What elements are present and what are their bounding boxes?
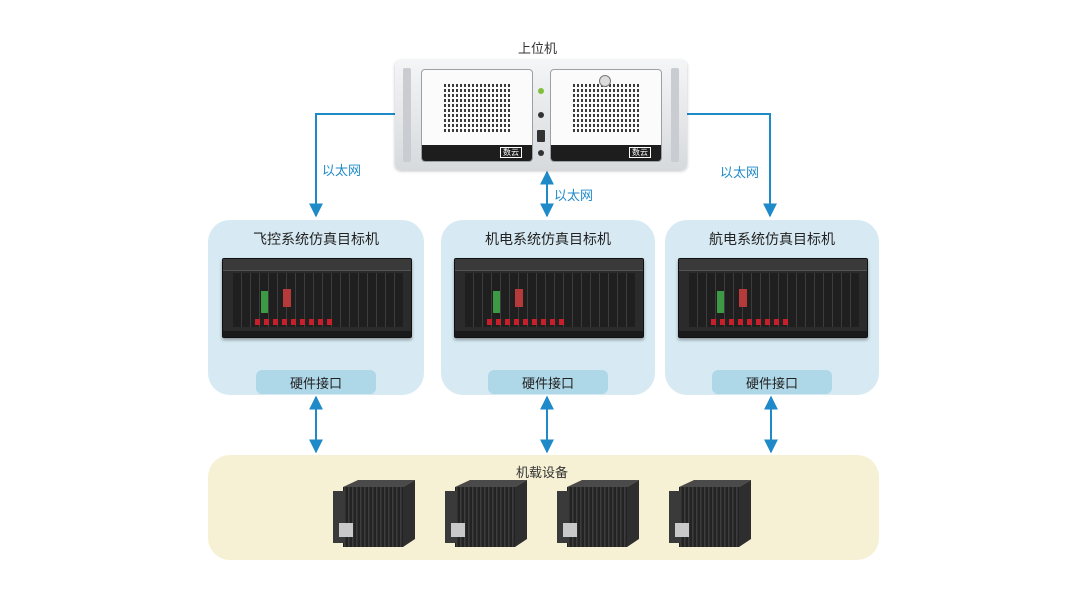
target-chassis: [454, 258, 644, 338]
host-rack-ear-right: [671, 68, 679, 162]
usb-port-icon: [537, 130, 545, 142]
brand-logo: 数云: [629, 147, 651, 158]
target-title: 机电系统仿真目标机: [485, 232, 611, 248]
target-panel-flight-control: 飞控系统仿真目标机 硬件接口: [208, 220, 424, 395]
host-drive-bay-right: 数云: [550, 69, 662, 162]
target-panel-avionics: 航电系统仿真目标机 硬件接口: [665, 220, 879, 395]
ethernet-link-right: [685, 113, 777, 218]
brand-logo: 数云: [500, 147, 522, 158]
airborne-device-icon: [333, 480, 415, 547]
ethernet-label-center: 以太网: [554, 189, 594, 204]
host-rack-ear-left: [403, 68, 411, 162]
ethernet-label-left: 以太网: [322, 164, 362, 179]
target-chassis: [222, 258, 412, 338]
airborne-devices: [333, 480, 751, 547]
power-led-icon: [538, 88, 544, 94]
airborne-device-icon: [669, 480, 751, 547]
vent-grille: [573, 82, 639, 132]
hardware-interface: 硬件接口: [256, 370, 376, 394]
power-button-icon: [538, 112, 544, 118]
vent-grille: [444, 82, 510, 132]
target-panel-electromechanical: 机电系统仿真目标机 硬件接口: [441, 220, 655, 395]
target-title: 飞控系统仿真目标机: [253, 232, 379, 248]
airborne-device-icon: [445, 480, 527, 547]
ethernet-link-left: [309, 113, 397, 218]
host-title: 上位机: [518, 42, 558, 57]
airborne-equipment-panel: 机载设备: [208, 455, 879, 560]
airborne-title: 机载设备: [516, 466, 569, 481]
host-drive-bay-left: 数云: [421, 69, 533, 162]
airborne-device-icon: [557, 480, 639, 547]
hardware-interface: 硬件接口: [712, 370, 832, 394]
ethernet-label-right: 以太网: [720, 166, 760, 181]
host-computer: 数云 数云: [395, 60, 687, 170]
target-chassis: [678, 258, 868, 338]
lock-icon: [599, 75, 611, 87]
target-title: 航电系统仿真目标机: [709, 232, 835, 248]
reset-button-icon: [538, 150, 544, 156]
hardware-interface: 硬件接口: [488, 370, 608, 394]
